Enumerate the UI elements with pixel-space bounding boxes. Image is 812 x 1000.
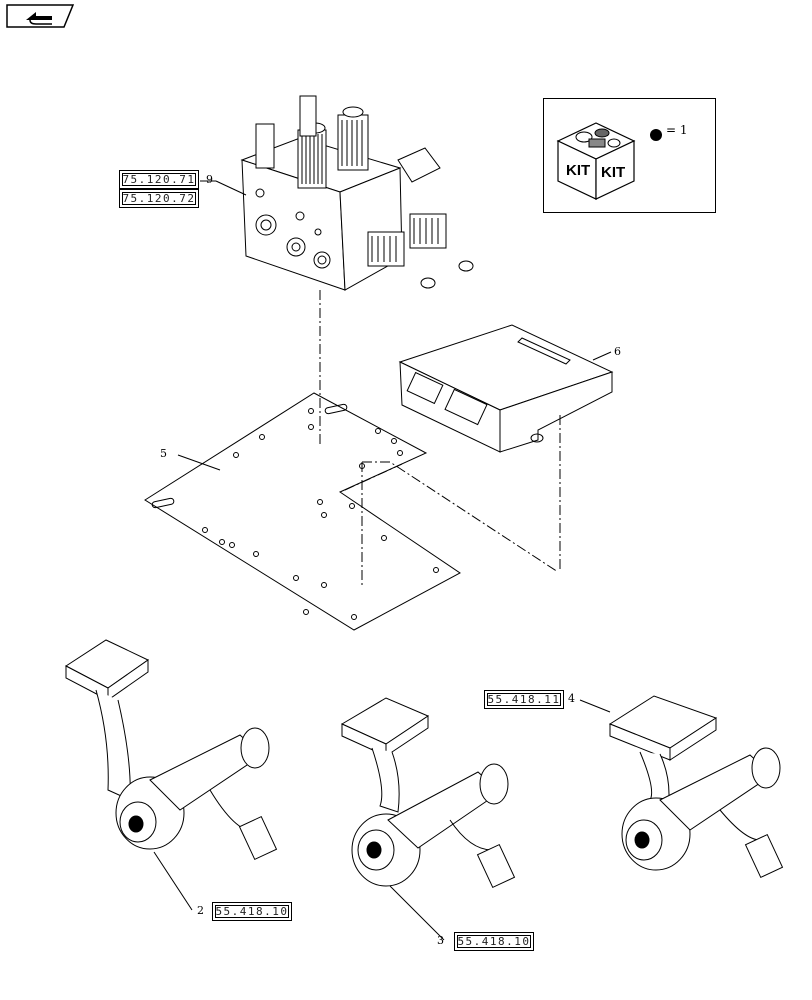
valve-block (240, 95, 474, 291)
ref-label: 55.418.10 (215, 905, 289, 918)
callout-9: 9 (206, 173, 213, 186)
callout-4: 4 (568, 692, 575, 705)
kit-box-icon: KIT KIT (556, 122, 662, 200)
ref-box-75-120-71[interactable]: 75.120.71 (119, 170, 199, 189)
control-module (398, 324, 614, 453)
ref-label: 75.120.72 (122, 192, 196, 205)
pedal-assembly-right (608, 695, 784, 879)
pedal-assembly-middle (340, 697, 516, 889)
back-nav-button[interactable] (6, 4, 75, 28)
ref-box-55-418-11[interactable]: 55.418.11 (484, 690, 564, 709)
callout-5: 5 (160, 447, 167, 460)
kit-legend: KIT KIT (543, 98, 716, 213)
kit-label-left: KIT (566, 162, 590, 179)
pedal-assembly-left (65, 639, 278, 861)
ref-box-55-418-10-a[interactable]: 55.418.10 (212, 902, 292, 921)
filled-dot-icon (650, 129, 662, 141)
callout-2: 2 (197, 904, 204, 917)
ref-box-55-418-10-b[interactable]: 55.418.10 (454, 932, 534, 951)
ref-label: 75.120.71 (122, 173, 196, 186)
page-back-icon (6, 4, 75, 28)
ref-label: 55.418.11 (487, 693, 561, 706)
kit-quantity-text: = 1 (666, 123, 688, 137)
mounting-plate (144, 392, 461, 631)
callout-6: 6 (614, 345, 621, 358)
ref-label: 55.418.10 (457, 935, 531, 948)
ref-box-75-120-72[interactable]: 75.120.72 (119, 189, 199, 208)
callout-3: 3 (437, 934, 444, 947)
kit-label-right: KIT (601, 164, 625, 181)
